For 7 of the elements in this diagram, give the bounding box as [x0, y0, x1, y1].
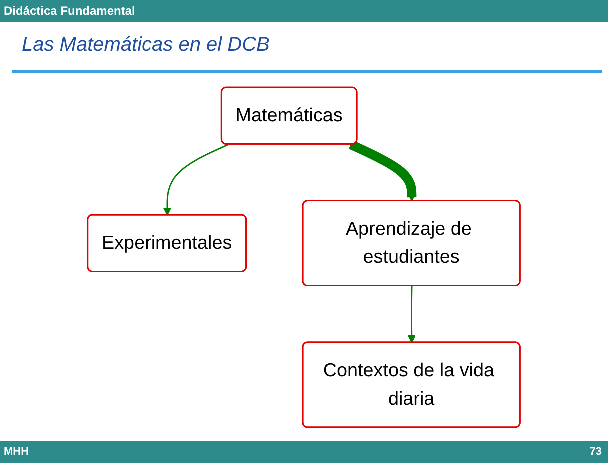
page-number: 73	[590, 446, 602, 458]
slide-title: Las Matemáticas en el DCB	[22, 34, 270, 57]
arrow	[408, 286, 416, 344]
arrow	[348, 140, 417, 202]
header-text: Didáctica Fundamental	[4, 4, 136, 18]
footer-author: MHH	[4, 446, 30, 458]
arrow	[163, 144, 229, 216]
